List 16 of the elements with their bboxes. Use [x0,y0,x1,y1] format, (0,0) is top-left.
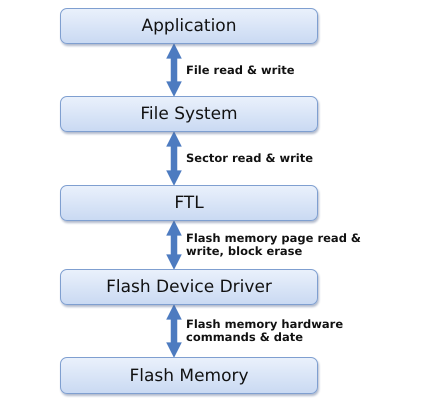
layer-box [60,185,318,221]
layer-label: File System [140,104,238,124]
layer-box [60,357,318,394]
layer-box [60,269,318,305]
double-arrow [166,304,182,358]
layer-label: Application [142,16,236,36]
edge-label: Sector read & write [186,152,314,165]
layer-label: FTL [174,193,204,213]
double-arrow [166,220,182,270]
edge-label: File read & write [186,64,295,76]
layer-label: Flash Memory [129,366,249,386]
double-arrow [166,131,182,186]
layer-box [60,96,318,132]
layer-box [60,8,318,44]
double-arrow [166,43,182,97]
layer-label: Flash Device Driver [106,277,272,297]
